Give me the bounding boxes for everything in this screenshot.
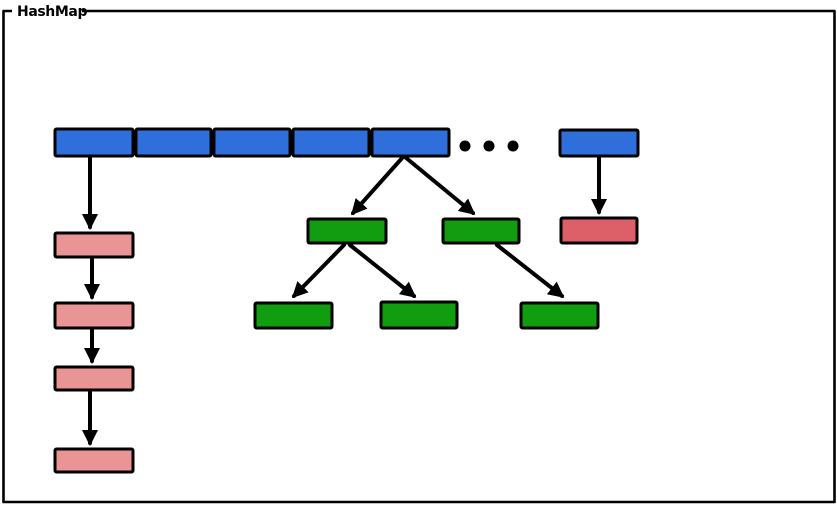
arrow-bucket5-to-treeleft (351, 155, 405, 216)
arrow-treeleft-to-leaf2 (348, 243, 417, 298)
entry-node-red (559, 216, 639, 245)
tree-leaf-2 (379, 300, 459, 330)
bucket-cell-1 (53, 127, 135, 158)
bucket-cell-2 (134, 127, 213, 158)
ellipsis-dot-2 (483, 140, 495, 152)
list-node-2 (53, 301, 135, 330)
bucket-cell-5 (370, 127, 451, 158)
ellipsis-dot-1 (459, 140, 471, 152)
bucket-cell-last (558, 128, 640, 158)
arrow-treeleft-to-leaf1 (291, 243, 346, 299)
ellipsis-dot-3 (507, 140, 519, 152)
list-node-3 (53, 365, 135, 392)
legend-background (12, 2, 82, 19)
tree-node-left (306, 217, 388, 245)
list-node-4 (53, 447, 135, 474)
list-node-1 (53, 231, 135, 259)
diagram-arrows (82, 155, 607, 446)
arrow-bucket5-to-treeright (403, 155, 476, 215)
arrow-treeright-to-leaf3 (495, 243, 565, 298)
diagram-shapes (53, 127, 640, 474)
tree-node-right (441, 217, 521, 245)
tree-leaf-3 (519, 301, 600, 330)
bucket-cell-3 (212, 127, 292, 158)
bucket-cell-4 (291, 127, 371, 158)
diagram-frame (2, 9, 836, 504)
diagram-title: HashMap (17, 4, 87, 20)
ellipsis-dots-group (459, 140, 519, 152)
tree-leaf-1 (253, 301, 334, 330)
